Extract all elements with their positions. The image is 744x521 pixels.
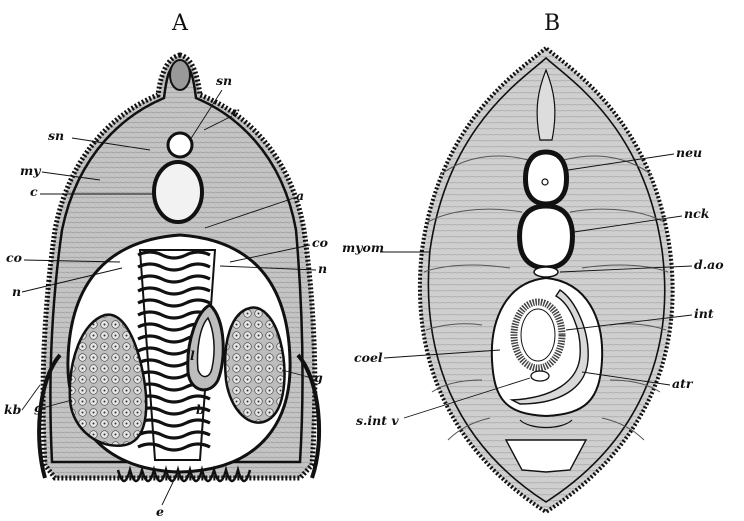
label-coel: coel	[354, 350, 383, 365]
panel-a-nerve-tube	[168, 133, 192, 157]
label-b: b	[196, 402, 205, 417]
panel-b-dorsal-aorta	[534, 267, 558, 277]
label-neu: neu	[676, 145, 702, 160]
panel-a-rostral-tip	[170, 60, 190, 90]
panel-b: B	[342, 11, 724, 512]
panel-b-title: B	[544, 11, 560, 36]
label-g-left: g	[34, 400, 43, 415]
label-d-ao: d.ao	[694, 257, 724, 272]
label-sn-top: sn	[216, 73, 232, 88]
panel-b-subintestinal-vessel	[531, 371, 549, 381]
panel-a-title: A	[171, 11, 189, 36]
label-co-right: co	[312, 235, 328, 250]
label-n-left: n	[12, 284, 21, 299]
panel-a-nerve-cord	[154, 162, 202, 222]
label-c: c	[30, 184, 38, 199]
label-a: a	[296, 188, 304, 203]
panel-b-notochord	[520, 206, 573, 268]
label-myom: myom	[342, 240, 384, 255]
label-g-right: g	[314, 370, 323, 385]
label-e: e	[156, 504, 164, 519]
label-int: int	[694, 306, 714, 321]
label-s-int-v: s.int v	[356, 413, 399, 428]
label-atr: atr	[672, 376, 694, 391]
panel-b-neural-tube	[526, 152, 567, 204]
label-kb: kb	[4, 402, 22, 417]
panel-a-gonad-right	[225, 308, 284, 423]
panel-a: A sn r sn my	[4, 11, 328, 519]
label-n-right: n	[318, 261, 327, 276]
label-my: my	[20, 163, 41, 178]
label-nck: nck	[684, 206, 710, 221]
label-l: l	[190, 348, 195, 363]
label-co-left: co	[6, 250, 22, 265]
label-sn-left: sn	[48, 128, 64, 143]
